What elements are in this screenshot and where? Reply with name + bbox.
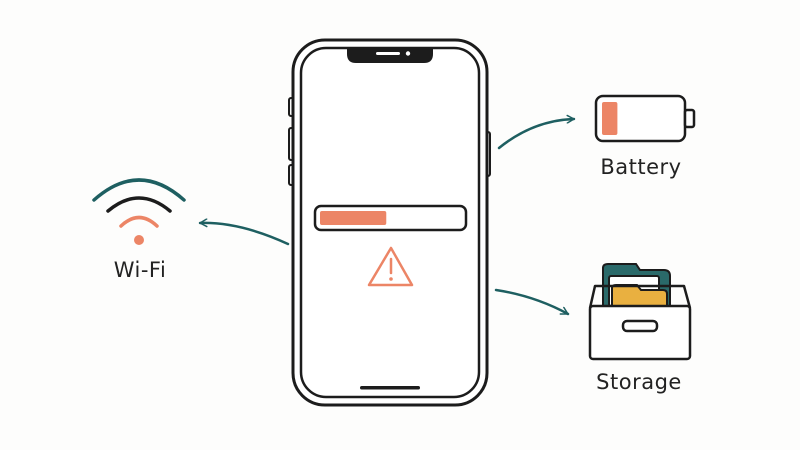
warning-triangle-icon — [367, 246, 414, 287]
smartphone — [288, 38, 491, 407]
storage-label: Storage — [596, 370, 682, 394]
storage-box-icon — [588, 263, 692, 361]
battery-terminal — [683, 108, 696, 129]
arrow-to-storage — [494, 288, 570, 316]
wifi-dot — [134, 235, 144, 245]
phone-camera — [405, 51, 411, 56]
battery-level-fill — [602, 102, 618, 135]
wifi-arc-middle — [106, 196, 172, 213]
battery-label: Battery — [600, 155, 681, 179]
phone-speaker — [376, 52, 400, 55]
arrow-to-wifi — [198, 218, 290, 246]
home-indicator — [360, 386, 420, 390]
wifi-icon — [92, 178, 186, 245]
progress-fill — [320, 211, 387, 225]
box-body — [588, 304, 692, 361]
wifi-arc-outer — [92, 178, 186, 202]
wifi-arc-inner — [119, 215, 159, 228]
box-handle — [621, 319, 659, 333]
wifi-label: Wi-Fi — [114, 258, 167, 282]
arrow-to-battery — [497, 114, 576, 150]
box-rim — [588, 284, 692, 309]
battery-icon — [594, 94, 696, 143]
phone-notch — [347, 48, 433, 63]
